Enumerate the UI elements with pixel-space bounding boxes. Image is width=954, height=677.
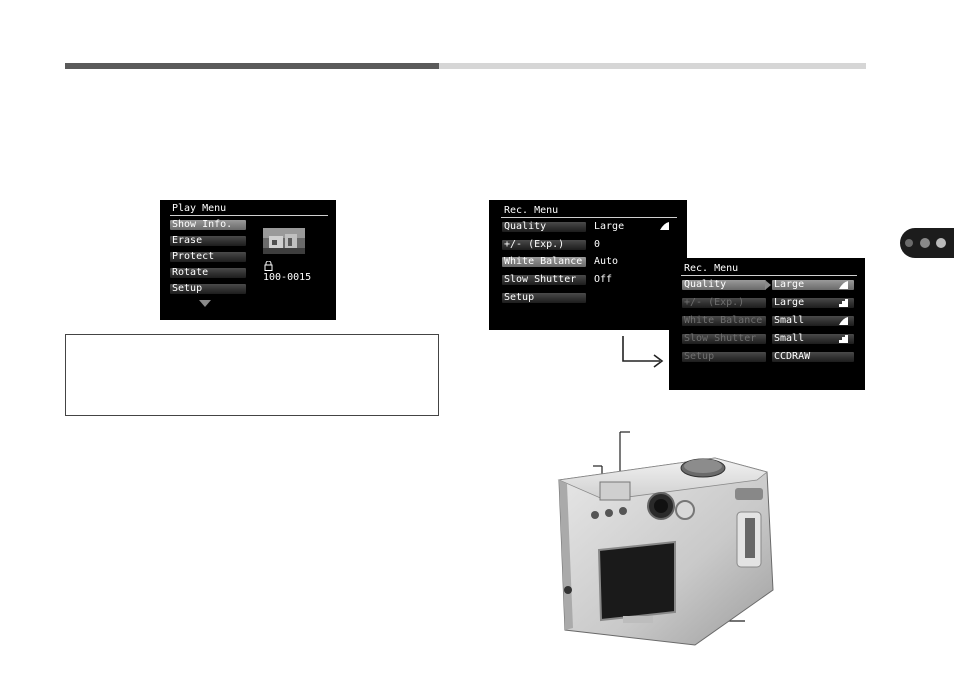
quality-icon xyxy=(839,299,848,307)
rec-menu-screen: Rec. Menu Quality Large +/- (Exp.) 0 Whi… xyxy=(489,200,687,330)
menu-bar xyxy=(682,352,766,362)
menu-bar xyxy=(682,316,766,326)
title-underline xyxy=(681,275,857,276)
value-bar xyxy=(772,298,854,308)
triangle-down-icon xyxy=(199,300,211,307)
rec-menu-value[interactable]: CCDRAW xyxy=(774,351,811,362)
lock-icon xyxy=(264,261,273,271)
chapter-dot-icon xyxy=(905,239,913,247)
value-bar xyxy=(772,352,854,362)
menu-bar xyxy=(502,293,586,303)
rec-menu-title: Rec. Menu xyxy=(684,263,739,274)
rec-menu-value[interactable]: Large xyxy=(774,297,805,308)
camera-illustration xyxy=(557,457,774,646)
value-bar xyxy=(772,316,854,326)
quality-icon xyxy=(839,281,848,289)
rec-menu-title: Rec. Menu xyxy=(504,205,559,216)
play-menu-screen: Play Menu Show Info. Erase Protect Rotat… xyxy=(160,200,336,320)
title-underline xyxy=(170,215,328,216)
menu-bar xyxy=(170,236,246,246)
play-menu-item[interactable]: Protect xyxy=(172,251,215,262)
file-number: 100-0015 xyxy=(263,272,312,283)
chapter-dot-icon xyxy=(936,238,946,248)
arrow-right-icon xyxy=(765,280,771,290)
rec-menu-item[interactable]: White Balance xyxy=(504,256,583,267)
rec-menu-value[interactable]: Small xyxy=(774,333,805,344)
menu-bar xyxy=(682,298,766,308)
arrow-icon xyxy=(622,336,664,368)
rec-menu-expanded-screen: Rec. Menu Quality Large +/- (Exp.) Large… xyxy=(669,258,865,390)
play-menu-title: Play Menu xyxy=(172,203,227,214)
menu-bar xyxy=(502,240,586,250)
chapter-dot-icon xyxy=(920,238,930,248)
quality-icon xyxy=(839,317,848,325)
menu-bar xyxy=(502,222,586,232)
rec-menu-item[interactable]: +/- (Exp.) xyxy=(684,297,745,308)
rec-menu-value[interactable]: Large xyxy=(774,279,805,290)
menu-bar xyxy=(170,252,246,262)
rec-menu-value: Auto xyxy=(594,256,619,267)
value-bar xyxy=(772,334,854,344)
rec-menu-value: 0 xyxy=(594,239,601,250)
rec-menu-item[interactable]: Setup xyxy=(504,292,535,303)
quality-icon xyxy=(660,222,669,230)
rec-menu-item[interactable]: Slow Shutter xyxy=(684,333,757,344)
title-underline xyxy=(501,217,677,218)
header-rule-light xyxy=(439,63,866,69)
play-menu-item[interactable]: Rotate xyxy=(172,267,209,278)
menu-bar xyxy=(502,275,586,285)
chapter-tab xyxy=(900,228,954,258)
rec-menu-item[interactable]: Setup xyxy=(684,351,715,362)
menu-bar xyxy=(682,280,766,290)
menu-bar xyxy=(170,220,246,230)
menu-bar xyxy=(170,268,246,278)
menu-bar xyxy=(502,257,586,267)
menu-bar xyxy=(682,334,766,344)
play-menu-item[interactable]: Erase xyxy=(172,235,203,246)
rec-menu-value: Large xyxy=(594,221,625,232)
play-menu-item[interactable]: Show Info. xyxy=(172,219,233,230)
rec-menu-item[interactable]: +/- (Exp.) xyxy=(504,239,565,250)
rec-menu-value: Off xyxy=(594,274,613,285)
rec-menu-item[interactable]: Quality xyxy=(684,279,727,290)
rec-menu-item[interactable]: Quality xyxy=(504,221,547,232)
note-box xyxy=(65,334,439,416)
quality-icon xyxy=(839,335,848,343)
rec-menu-item[interactable]: White Balance xyxy=(684,315,763,326)
menu-bar xyxy=(170,284,246,294)
rec-menu-value[interactable]: Small xyxy=(774,315,805,326)
header-rule-dark xyxy=(65,63,439,69)
rec-menu-item[interactable]: Slow Shutter xyxy=(504,274,577,285)
play-menu-item[interactable]: Setup xyxy=(172,283,203,294)
value-bar xyxy=(772,280,854,290)
photo-thumbnail xyxy=(263,228,305,254)
